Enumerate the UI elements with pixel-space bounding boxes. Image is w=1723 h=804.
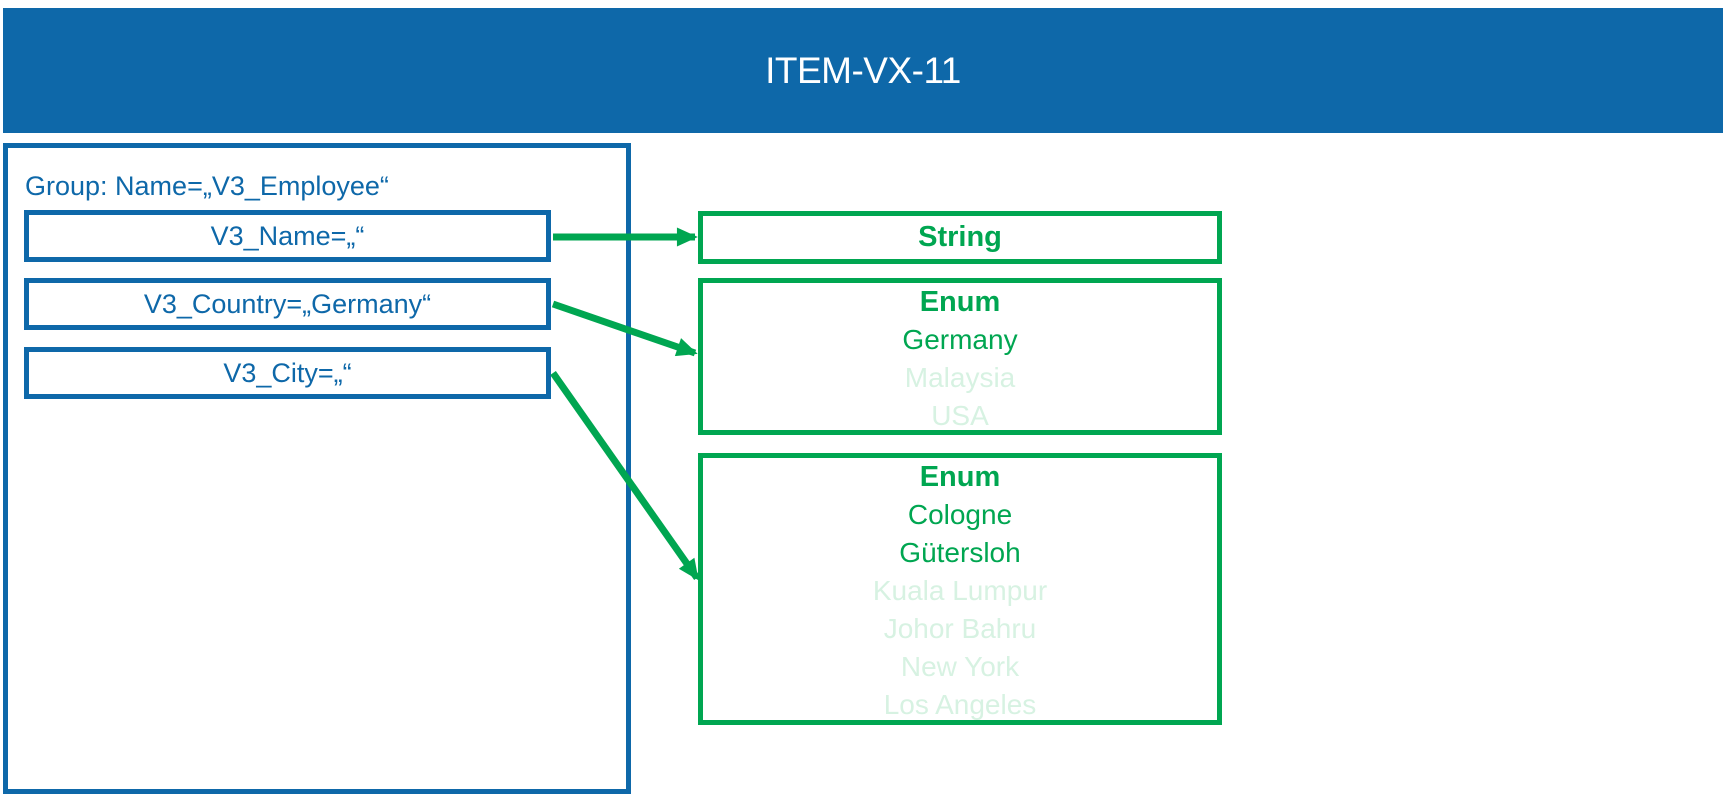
- field-v3-name-label: V3_Name=„“: [210, 220, 365, 251]
- type-title-string: String: [918, 221, 1002, 253]
- field-v3-name: V3_Name=„“: [24, 210, 551, 262]
- enum-item-johor-bahru: Johor Bahru: [883, 613, 1037, 644]
- enum-item-guetersloh: Gütersloh: [899, 537, 1021, 568]
- type-box-enum-city: Enum Cologne Gütersloh Kuala Lumpur Joho…: [698, 453, 1222, 725]
- type-title-enum-country: Enum: [919, 286, 1001, 318]
- group-label: Group: Name=„V3_Employee“: [25, 171, 389, 201]
- enum-item-kuala-lumpur: Kuala Lumpur: [872, 575, 1048, 606]
- enum-item-malaysia: Malaysia: [904, 362, 1016, 393]
- title-bar: ITEM-VX-11: [3, 8, 1723, 133]
- type-title-enum-city: Enum: [919, 461, 1001, 493]
- enum-item-los-angeles: Los Angeles: [883, 689, 1037, 720]
- page-title: ITEM-VX-11: [765, 49, 961, 91]
- enum-item-cologne: Cologne: [907, 499, 1013, 530]
- field-v3-country: V3_Country=„Germany“: [24, 278, 551, 330]
- enum-item-new-york: New York: [900, 651, 1020, 682]
- field-v3-country-label: V3_Country=„Germany“: [143, 288, 432, 319]
- type-box-enum-country: Enum Germany Malaysia USA: [698, 278, 1222, 435]
- field-v3-city-label: V3_City=„“: [223, 357, 352, 388]
- field-v3-city: V3_City=„“: [24, 347, 551, 399]
- enum-item-germany: Germany: [902, 324, 1018, 355]
- enum-item-usa: USA: [931, 400, 989, 431]
- type-box-string: String: [698, 211, 1222, 264]
